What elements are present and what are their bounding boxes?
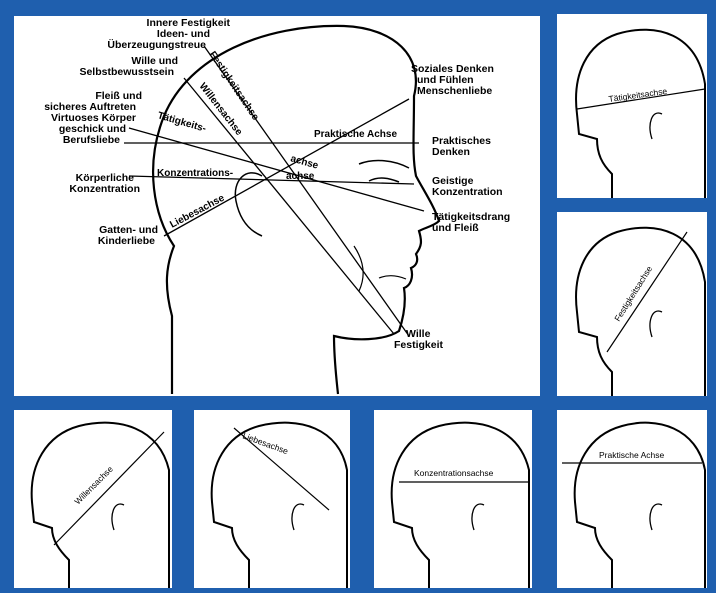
thumb-4-head: Praktische Achse (557, 410, 707, 588)
praktische-axis-label: Praktische Achse (314, 129, 397, 140)
thumb-2-number: 2 (198, 577, 202, 586)
festigkeit-axis-label: Festigkeitsachse (207, 50, 261, 123)
thumbnail-3: Konzentrationsachse 3 (374, 410, 532, 588)
thumb-6-axis-label: Tätigkeitsachse (608, 86, 668, 104)
thumb-6-head: Tätigkeitsachse (557, 14, 707, 198)
thumb-1-head: Willensachse (14, 410, 172, 588)
konzentration-axis-label: Konzentrations- (157, 168, 233, 179)
thumb-3-head: Konzentrationsachse (374, 410, 532, 588)
thumb-1-number: 1 (18, 577, 22, 586)
main-diagram: Festigkeitsachse Willensachse Tätigkeits… (14, 16, 540, 396)
thumb-3-axis-label: Konzentrationsachse (414, 468, 494, 478)
thumb-1-axis-label: Willensachse (72, 464, 115, 507)
achse-axis-label: achse (289, 153, 320, 172)
thumbnail-4: Praktische Achse 4 (557, 410, 707, 588)
thumb-2-head: Liebesachse (194, 410, 350, 588)
liebe-axis-label: Liebesachse (168, 193, 227, 231)
thumb-5-number: 5 (561, 385, 565, 394)
label-berufsliebe: Berufsliebe (63, 135, 120, 146)
thumb-5-axis-label: Festigkeitsachse (612, 264, 654, 323)
thumbnail-5: Festigkeitsachse 5 (557, 212, 707, 396)
label-festigkeit: Festigkeit (394, 340, 443, 351)
main-ear (235, 173, 262, 236)
taetigkeits-axis-label: Tätigkeits- (156, 110, 207, 134)
label-menschenliebe: Menschenliebe (417, 86, 492, 97)
thumbnail-6: Tätigkeitsachse 6 (557, 14, 707, 198)
thumb-5-head: Festigkeitsachse (557, 212, 707, 396)
thumb-2-axis-label: Liebesachse (241, 430, 290, 456)
label-kinderliebe: Kinderliebe (98, 236, 155, 247)
label-denken: Denken (432, 147, 470, 158)
thumbnail-2: Liebesachse 2 (194, 410, 350, 588)
thumb-4-number: 4 (561, 577, 565, 586)
label-selbstbewusstsein: Selbstbewusstsein (79, 67, 174, 78)
thumb-6-number: 6 (561, 187, 565, 196)
label-ueberzeugungstreue: Überzeugungstreue (107, 40, 206, 51)
label-und-fleiss: und Fleiß (432, 223, 479, 234)
main-eye (369, 178, 399, 182)
main-mouth (379, 276, 406, 279)
thumb-4-axis-label: Praktische Achse (599, 450, 664, 460)
thumb-3-number: 3 (378, 577, 382, 586)
label-konzentration-right: Konzentration (432, 187, 503, 198)
thumbnail-1: Willensachse 1 (14, 410, 172, 588)
label-konzentration-left: Konzentration (69, 184, 140, 195)
konz-achse-axis-label: achse (286, 171, 315, 182)
main-brow (359, 161, 409, 168)
